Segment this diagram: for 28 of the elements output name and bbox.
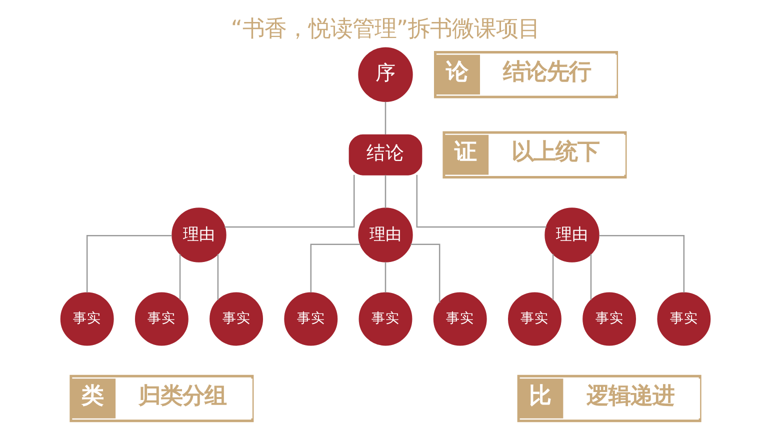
connector: [384, 262, 386, 293]
node-circle: 事实: [358, 292, 412, 346]
node-box: 结论: [348, 134, 422, 176]
node-circle: 理由: [172, 208, 226, 262]
connector: [552, 254, 554, 300]
connector: [86, 235, 172, 293]
node-circle: 事实: [433, 292, 487, 346]
connector: [590, 254, 592, 300]
connector: [384, 102, 386, 135]
connector: [416, 174, 546, 228]
connector: [384, 175, 386, 208]
node-circle: 事实: [657, 292, 711, 346]
node-circle: 事实: [508, 292, 562, 346]
connector: [224, 174, 355, 228]
connector: [410, 244, 440, 303]
connector: [310, 244, 360, 292]
node-circle: 事实: [134, 292, 188, 346]
connector: [599, 235, 685, 293]
connector: [179, 254, 181, 300]
node-circle: 事实: [284, 292, 338, 346]
node-circle: 序: [358, 47, 413, 102]
node-circle: 理由: [358, 208, 413, 262]
node-circle: 事实: [210, 292, 264, 346]
node-circle: 理由: [544, 208, 600, 262]
diagram-title: “书香，悦读管理”拆书微课项目: [230, 16, 540, 42]
node-circle: 事实: [582, 292, 636, 346]
node-circle: 事实: [60, 292, 114, 346]
connector: [217, 254, 219, 300]
